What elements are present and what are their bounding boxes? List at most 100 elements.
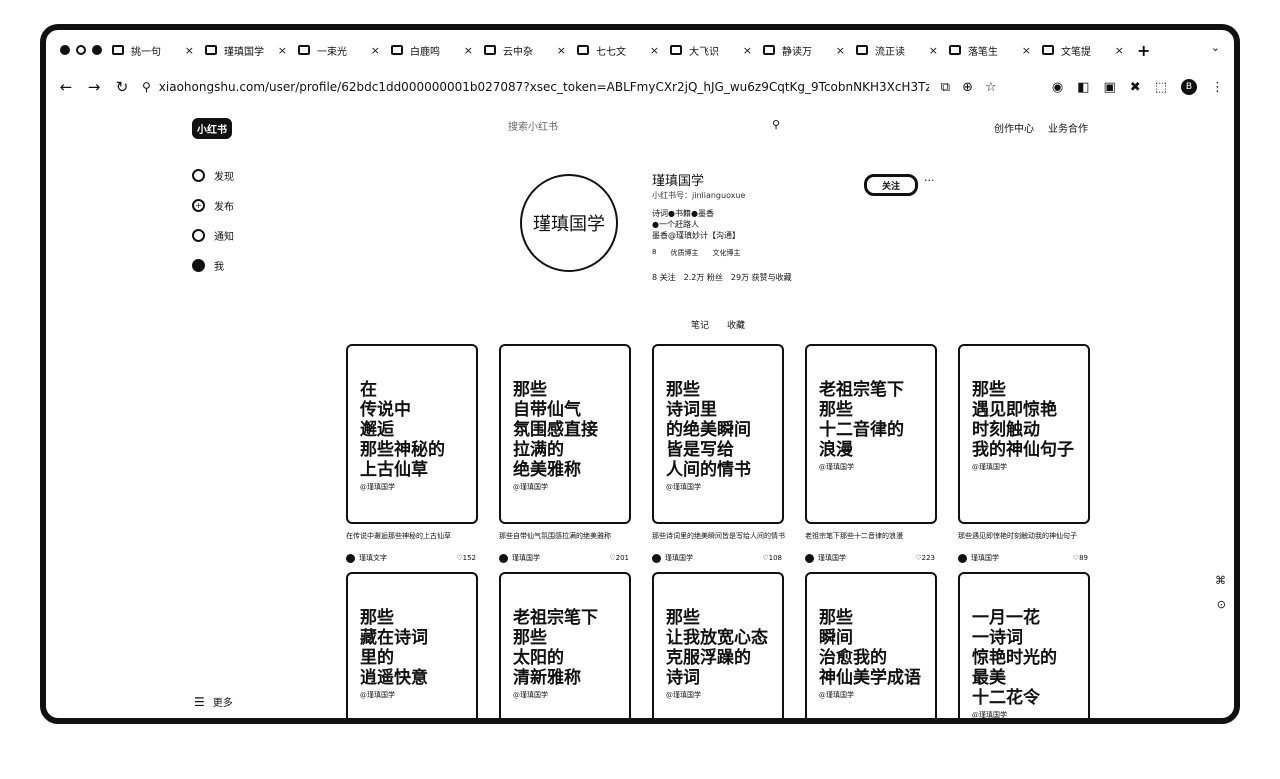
tab-notes[interactable]: 笔记 — [691, 321, 710, 331]
reload-button[interactable]: ↻ — [115, 78, 129, 96]
heart-icon[interactable]: ♡ — [456, 554, 463, 562]
search-icon[interactable]: ⚲ — [771, 118, 780, 131]
author-avatar[interactable] — [346, 553, 355, 563]
menu-icon[interactable]: ⋮ — [1211, 79, 1224, 95]
note-card[interactable]: 那些 自带仙气 氛围感直接 拉满的 绝美雅称@瑾瑱国学那些自带仙气氛围感拉满的绝… — [499, 344, 635, 563]
note-card[interactable]: 那些 诗词里 的绝美瞬间 皆是写给 人间的情书@瑾瑱国学那些诗词里的绝美瞬间皆是… — [652, 344, 788, 563]
site-info-icon[interactable]: ⚲ — [142, 80, 151, 94]
more-options-icon[interactable]: ··· — [924, 174, 935, 187]
note-cover[interactable]: 在 传说中 邂逅 那些神秘的 上古仙草@瑾瑱国学 — [346, 344, 478, 524]
sidebar-more[interactable]: ☰ 更多 — [194, 694, 233, 710]
note-cover[interactable]: 那些 自带仙气 氛围感直接 拉满的 绝美雅称@瑾瑱国学 — [499, 344, 631, 524]
extension-icon[interactable]: ◉ — [1051, 79, 1064, 95]
note-title[interactable]: 在传说中邂逅那些神秘的上古仙草 — [346, 532, 451, 540]
search-input[interactable]: 搜索小红书 ⚲ — [508, 118, 780, 136]
profile-avatar-icon[interactable]: B — [1181, 79, 1197, 95]
close-tab-icon[interactable]: × — [1114, 43, 1124, 57]
note-card[interactable]: 那些 藏在诗词 里的 逍遥快意@瑾瑱国学 — [346, 572, 482, 718]
forward-button[interactable]: → — [87, 78, 101, 96]
install-app-icon[interactable]: ⧉ — [940, 79, 951, 95]
browser-tab[interactable]: 七七文× — [577, 39, 659, 61]
address-bar[interactable]: ⚲ xiaohongshu.com/user/profile/62bdc1dd0… — [142, 74, 1052, 100]
puzzle-icon[interactable]: ⬚ — [1154, 79, 1167, 95]
sidebar-item-me[interactable]: 我 — [192, 250, 234, 280]
tab-collections[interactable]: 收藏 — [727, 321, 746, 331]
browser-tab[interactable]: 流正读× — [856, 39, 938, 61]
close-tab-icon[interactable]: × — [742, 43, 752, 57]
follow-button[interactable]: 关注 — [864, 174, 918, 196]
scroll-top-icon[interactable]: ⊙ — [1216, 598, 1226, 611]
browser-tab[interactable]: 瑾瑱国学× — [205, 39, 287, 61]
creator-center-link[interactable]: 创作中心 — [994, 124, 1034, 135]
note-cover[interactable]: 那些 诗词里 的绝美瞬间 皆是写给 人间的情书@瑾瑱国学 — [652, 344, 784, 524]
new-tab-button[interactable]: + — [1137, 40, 1151, 60]
note-cover[interactable]: 那些 瞬间 治愈我的 神仙美学成语@瑾瑱国学 — [805, 572, 937, 718]
close-tab-icon[interactable]: × — [277, 43, 287, 57]
author-avatar[interactable] — [652, 553, 661, 563]
heart-icon[interactable]: ♡ — [1072, 554, 1080, 562]
close-tab-icon[interactable]: × — [370, 43, 380, 57]
close-tab-icon[interactable]: × — [556, 43, 566, 57]
site-logo[interactable]: 小红书 — [192, 118, 232, 139]
note-cover[interactable]: 那些 让我放宽心态 克服浮躁的 诗词@瑾瑱国学 — [652, 572, 784, 718]
author-avatar[interactable] — [499, 553, 508, 563]
note-card[interactable]: 那些 瞬间 治愈我的 神仙美学成语@瑾瑱国学 — [805, 572, 941, 718]
zoom-icon[interactable]: ⊕ — [962, 79, 973, 95]
note-cover[interactable]: 老祖宗笔下 那些 十二音律的 浪漫@瑾瑱国学 — [805, 344, 937, 524]
browser-tab[interactable]: 云中杂× — [484, 39, 566, 61]
note-card[interactable]: 老祖宗笔下 那些 太阳的 清新雅称@瑾瑱国学 — [499, 572, 635, 718]
heart-icon[interactable]: ♡ — [609, 554, 616, 562]
note-card[interactable]: 那些 让我放宽心态 克服浮躁的 诗词@瑾瑱国学 — [652, 572, 788, 718]
close-tab-icon[interactable]: × — [649, 43, 659, 57]
maximize-window-icon[interactable] — [92, 45, 102, 55]
close-tab-icon[interactable]: × — [184, 43, 194, 57]
close-tab-icon[interactable]: × — [835, 43, 845, 57]
heart-icon[interactable]: ♡ — [762, 554, 769, 562]
author-avatar[interactable] — [958, 553, 967, 563]
followers-count[interactable]: 2.2万 粉丝 — [683, 273, 723, 282]
note-cover[interactable]: 那些 遇见即惊艳 时刻触动 我的神仙句子@瑾瑱国学 — [958, 344, 1090, 524]
browser-tab[interactable]: 静读万× — [763, 39, 845, 61]
tab-search-chevron-icon[interactable]: ⌄ — [1210, 41, 1220, 54]
note-title[interactable]: 那些自带仙气氛围感拉满的绝美雅称 — [499, 532, 611, 540]
close-tab-icon[interactable]: × — [463, 43, 473, 57]
note-title[interactable]: 老祖宗笔下那些十二音律的浪漫 — [805, 532, 903, 540]
author-name[interactable]: 瑾瑱国学 — [665, 554, 693, 562]
profile-avatar[interactable]: 瑾瑱国学 — [520, 174, 618, 272]
note-card[interactable]: 在 传说中 邂逅 那些神秘的 上古仙草@瑾瑱国学在传说中邂逅那些神秘的上古仙草瑾… — [346, 344, 482, 563]
browser-tab[interactable]: 一束光× — [298, 39, 380, 61]
browser-tab[interactable]: 文笔提× — [1042, 39, 1124, 61]
note-title[interactable]: 那些遇见即惊艳时刻触动我的神仙句子 — [958, 532, 1077, 540]
close-tab-icon[interactable]: × — [928, 43, 938, 57]
note-title[interactable]: 那些诗词里的绝美瞬间皆是写给人间的情书 — [652, 532, 785, 540]
extension-icon[interactable]: ◧ — [1077, 79, 1090, 95]
author-name[interactable]: 瑾瑱国学 — [818, 554, 846, 562]
minimize-window-icon[interactable] — [76, 45, 86, 55]
bookmark-star-icon[interactable]: ☆ — [985, 79, 997, 95]
extension-icon[interactable]: ✖ — [1129, 79, 1141, 95]
note-cover[interactable]: 那些 藏在诗词 里的 逍遥快意@瑾瑱国学 — [346, 572, 478, 718]
sidebar-item-publish[interactable]: + 发布 — [192, 190, 234, 220]
author-name[interactable]: 瑾瑱国学 — [512, 554, 540, 562]
extension-icon[interactable]: ▣ — [1103, 79, 1116, 95]
note-card[interactable]: 那些 遇见即惊艳 时刻触动 我的神仙句子@瑾瑱国学那些遇见即惊艳时刻触动我的神仙… — [958, 344, 1094, 563]
browser-tab[interactable]: 挑一句× — [112, 39, 194, 61]
browser-tab[interactable]: 大飞识× — [670, 39, 752, 61]
following-count[interactable]: 8 关注 — [652, 273, 676, 282]
note-card[interactable]: 一月一花 一诗词 惊艳时光的 最美 十二花令@瑾瑱国学 — [958, 572, 1094, 718]
author-avatar[interactable] — [805, 553, 814, 563]
close-tab-icon[interactable]: × — [1021, 43, 1031, 57]
note-cover[interactable]: 一月一花 一诗词 惊艳时光的 最美 十二花令@瑾瑱国学 — [958, 572, 1090, 718]
close-window-icon[interactable] — [60, 45, 70, 55]
back-button[interactable]: ← — [59, 78, 73, 96]
business-link[interactable]: 业务合作 — [1048, 124, 1088, 135]
browser-tab[interactable]: 落笔生× — [949, 39, 1031, 61]
browser-tab[interactable]: 白鹿鸣× — [391, 39, 473, 61]
sidebar-item-discover[interactable]: 发现 — [192, 160, 234, 190]
sidebar-item-notifications[interactable]: 通知 — [192, 220, 234, 250]
author-name[interactable]: 瑾瑱国学 — [971, 554, 999, 562]
author-name[interactable]: 瑾瑱文字 — [359, 554, 387, 562]
expand-icon[interactable]: ⌘ — [1215, 574, 1226, 587]
note-card[interactable]: 老祖宗笔下 那些 十二音律的 浪漫@瑾瑱国学老祖宗笔下那些十二音律的浪漫瑾瑱国学… — [805, 344, 941, 563]
note-cover[interactable]: 老祖宗笔下 那些 太阳的 清新雅称@瑾瑱国学 — [499, 572, 631, 718]
